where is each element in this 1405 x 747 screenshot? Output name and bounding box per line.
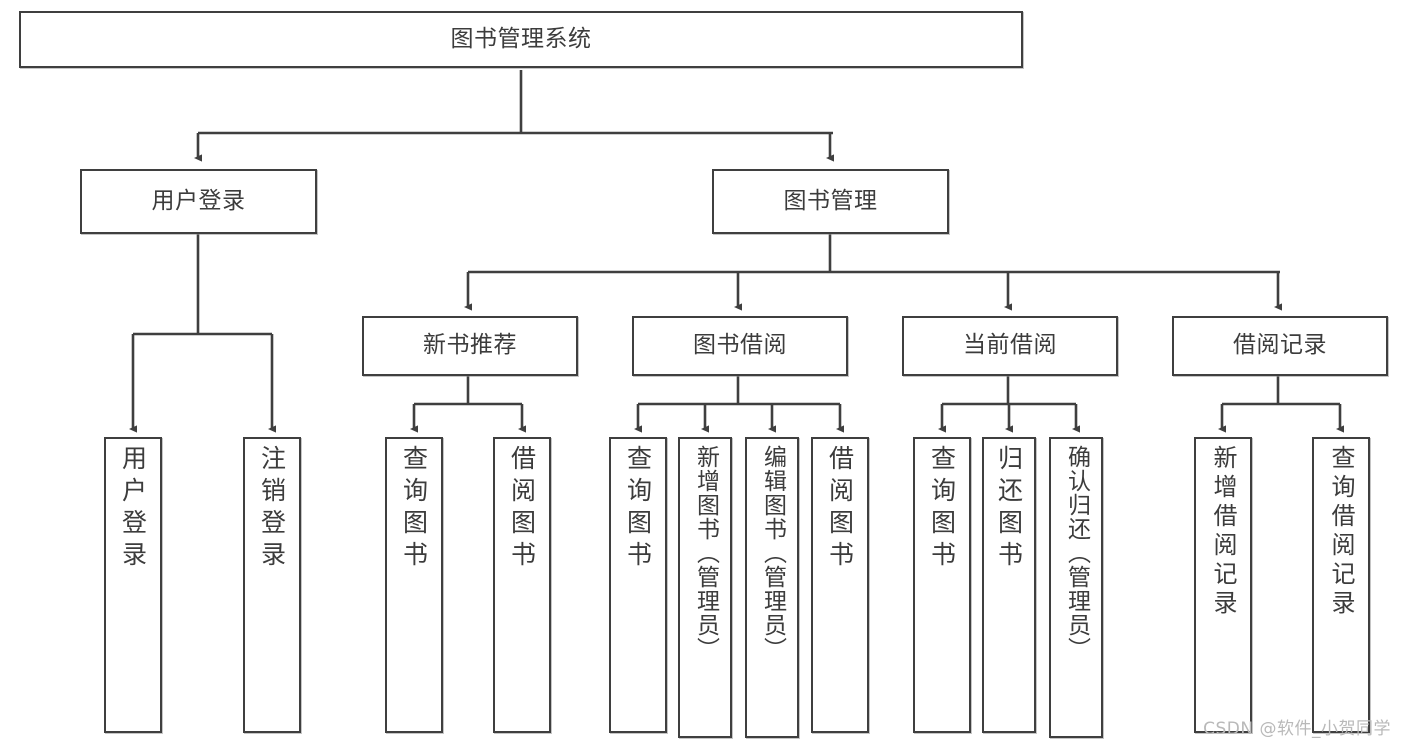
node-leaf-add-record-label: 新增借阅记录 — [1209, 445, 1237, 619]
node-leaf-user-logout[interactable]: 注销登录 — [243, 437, 301, 733]
node-borrow-record[interactable]: 借阅记录 — [1172, 316, 1388, 376]
node-root-label: 图书管理系统 — [450, 25, 592, 52]
node-leaf-query-record-label: 查询借阅记录 — [1327, 445, 1355, 619]
node-leaf-add-record[interactable]: 新增借阅记录 — [1194, 437, 1252, 733]
node-leaf-query-book-2-label: 查询图书 — [623, 445, 653, 573]
node-book-manage-label: 图书管理 — [783, 187, 878, 214]
node-leaf-query-book-3-label: 查询图书 — [927, 445, 957, 573]
node-root[interactable]: 图书管理系统 — [19, 11, 1023, 68]
node-leaf-borrow-book-2[interactable]: 借阅图书 — [811, 437, 869, 733]
node-current-borrow-label: 当前借阅 — [963, 332, 1057, 359]
node-leaf-query-book-2[interactable]: 查询图书 — [609, 437, 667, 733]
node-new-book-rec[interactable]: 新书推荐 — [362, 316, 578, 376]
node-leaf-query-record[interactable]: 查询借阅记录 — [1312, 437, 1370, 733]
node-new-book-rec-label: 新书推荐 — [423, 332, 517, 359]
node-leaf-edit-book[interactable]: 编辑图书（管理员） — [745, 437, 799, 738]
node-leaf-confirm-return-label: 确认归还（管理员） — [1063, 445, 1090, 661]
node-leaf-confirm-return[interactable]: 确认归还（管理员） — [1049, 437, 1103, 738]
node-leaf-add-book-label: 新增图书（管理员） — [692, 445, 719, 661]
node-leaf-borrow-book-1-label: 借阅图书 — [507, 445, 537, 573]
node-leaf-user-logout-label: 注销登录 — [257, 445, 287, 573]
node-leaf-query-book-3[interactable]: 查询图书 — [913, 437, 971, 733]
node-leaf-user-login-label: 用户登录 — [118, 445, 148, 573]
node-leaf-borrow-book-1[interactable]: 借阅图书 — [493, 437, 551, 733]
node-leaf-return-book-label: 归还图书 — [994, 445, 1024, 573]
node-leaf-edit-book-label: 编辑图书（管理员） — [759, 445, 786, 661]
node-leaf-user-login[interactable]: 用户登录 — [104, 437, 162, 733]
node-user-login-label: 用户登录 — [151, 187, 246, 214]
node-book-borrow-label: 图书借阅 — [693, 332, 787, 359]
node-leaf-query-book-1[interactable]: 查询图书 — [385, 437, 443, 733]
node-leaf-query-book-1-label: 查询图书 — [399, 445, 429, 573]
node-book-borrow[interactable]: 图书借阅 — [632, 316, 848, 376]
node-current-borrow[interactable]: 当前借阅 — [902, 316, 1118, 376]
node-user-login[interactable]: 用户登录 — [80, 169, 317, 234]
node-leaf-add-book[interactable]: 新增图书（管理员） — [678, 437, 732, 738]
watermark: CSDN @软件_小贺同学 — [1203, 719, 1391, 739]
node-leaf-return-book[interactable]: 归还图书 — [982, 437, 1036, 733]
node-borrow-record-label: 借阅记录 — [1233, 332, 1327, 359]
node-leaf-borrow-book-2-label: 借阅图书 — [825, 445, 855, 573]
node-book-manage[interactable]: 图书管理 — [712, 169, 949, 234]
